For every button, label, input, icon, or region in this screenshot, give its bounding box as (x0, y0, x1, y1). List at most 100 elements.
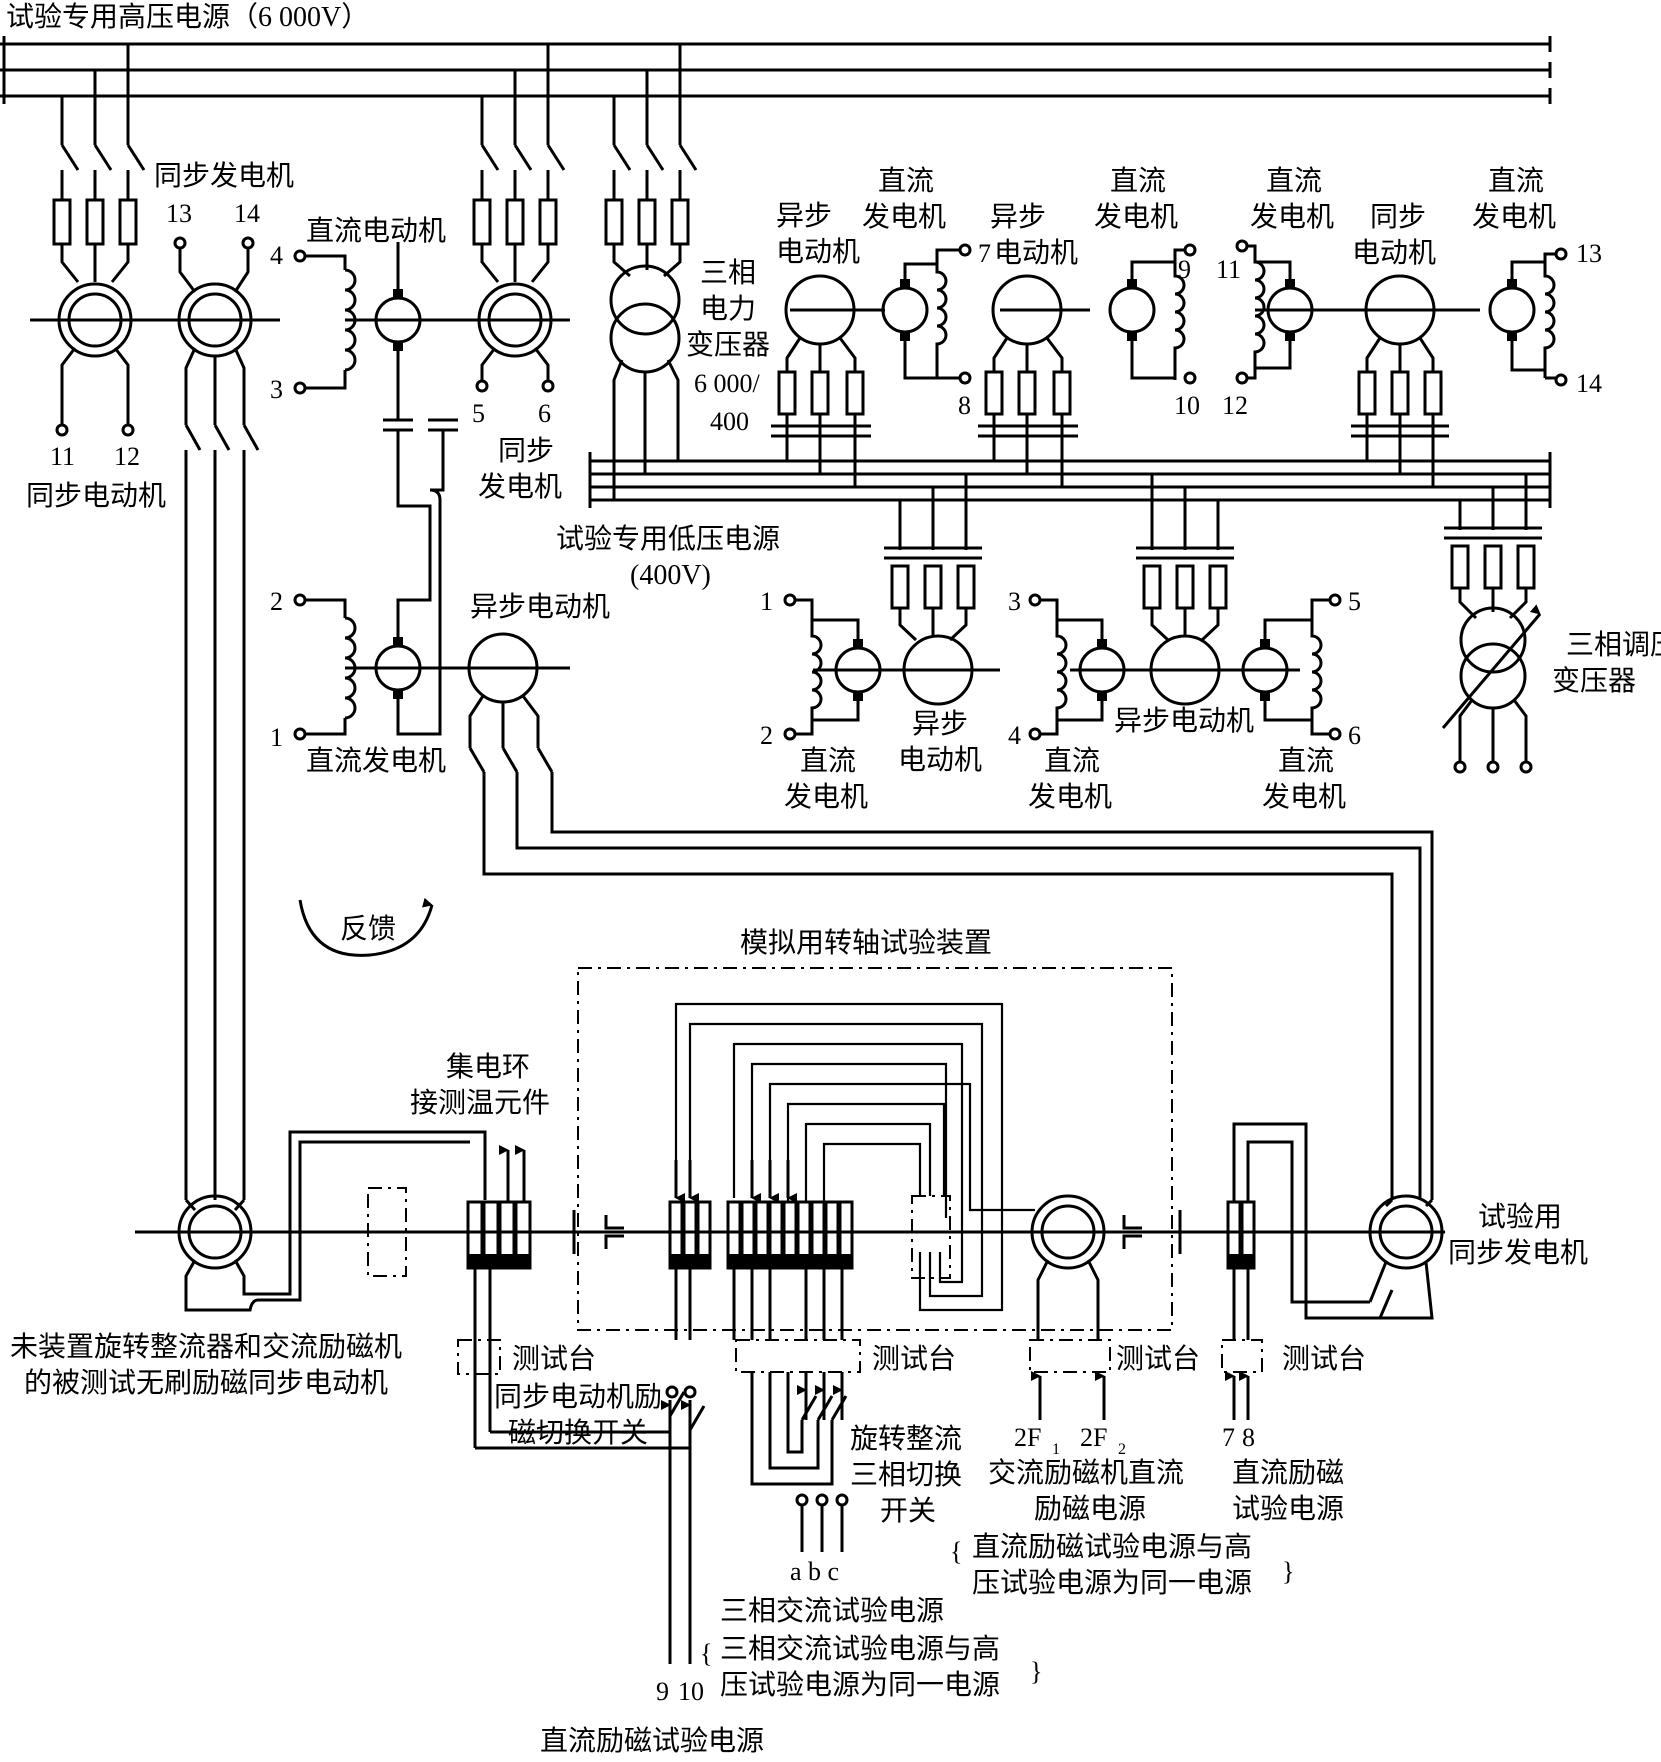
set4-dc-generator (1488, 247, 1568, 387)
feedback-arrow (298, 897, 434, 957)
test-gen-label-2: 同步发电机 (1448, 1237, 1588, 1269)
bottom-set1-dc-label-2: 发电机 (784, 781, 868, 813)
set1-dc-label-1: 直流 (878, 165, 934, 197)
set1-dc-label-2: 发电机 (862, 201, 946, 233)
bottom-set2-dc-left-label-2: 发电机 (1028, 781, 1112, 813)
bottom-set1-async-label-2: 电动机 (898, 744, 982, 776)
hv-bus-label: 试验专用高压电源（6 000V） (6, 1, 369, 33)
set2-dc-label-1: 直流 (1110, 165, 1166, 197)
switch-rect-label-1: 旋转整流 (850, 1423, 962, 1455)
left-async-motor (465, 632, 570, 773)
terminal-4-b: 4 (1008, 721, 1021, 750)
switch-sync-label-2: 磁切换开关 (508, 1417, 648, 1449)
terminal-5: 5 (472, 399, 485, 428)
set2-dc-label-2: 发电机 (1094, 201, 1178, 233)
switch-sync-label-1: 同步电动机励 (494, 1381, 662, 1413)
bottom-set2-dc-right-label-1: 直流 (1278, 745, 1334, 777)
ac-exciter (1029, 1194, 1111, 1420)
bottom-set2-dc-left-label-1: 直流 (1044, 745, 1100, 777)
regulator-label-2: 变压器 (1552, 665, 1636, 697)
terminal-9-b: 9 (656, 1677, 669, 1706)
lv-bus (588, 452, 1552, 508)
async-motor-left-label: 异步电动机 (470, 591, 610, 623)
terminal-11-a: 11 (1216, 255, 1241, 284)
dc-motor-label: 直流电动机 (306, 215, 446, 247)
dc-bottom-label: 直流励磁试验电源 (540, 1725, 764, 1757)
power-transformer-feeder (604, 44, 698, 278)
set3-dc-generator (1235, 239, 1365, 385)
shaft-coupling-right (1122, 1210, 1182, 1254)
set1-async-label-2: 电动机 (776, 236, 860, 268)
terminal-13-a: 13 (1576, 239, 1602, 268)
ac-exciter-label-2: 励磁电源 (1034, 1493, 1146, 1525)
bracket-right-right: } (1282, 1557, 1294, 1586)
cable-sync-gen-to-dut (184, 450, 246, 1200)
set3-dc-label-1: 直流 (1266, 165, 1322, 197)
test-bench-3: 测试台 (1116, 1343, 1200, 1375)
dut-label-1: 未装置旋转整流器和交流励磁机 (10, 1331, 402, 1363)
rectifier-leads (674, 1268, 861, 1486)
transformer-label-1: 三相 (700, 257, 756, 289)
bottom-set2-async-label: 异步电动机 (1114, 705, 1254, 737)
bracket-left-right: { (950, 1537, 962, 1566)
set2-dc-generator (1108, 243, 1197, 385)
test-bench-4: 测试台 (1282, 1343, 1366, 1375)
test-gen-label-1: 试验用 (1478, 1201, 1562, 1233)
regulator-label-1: 三相调压 (1566, 629, 1661, 661)
terminal-2-b: 2 (760, 721, 773, 750)
shaft-coupling-left (572, 1210, 624, 1254)
terminal-1-b: 1 (760, 587, 773, 616)
dc-9-10-source (661, 1385, 697, 1664)
bracket-left-bottom: { (700, 1639, 712, 1668)
bottom-set2 (1028, 474, 1342, 741)
note-right-1: 直流励磁试验电源与高 (972, 1531, 1252, 1563)
dut-motor (177, 1130, 487, 1312)
rectifier-box (911, 1195, 951, 1279)
test-gen-slip-rings (1221, 1122, 1394, 1420)
test-bench-1: 测试台 (512, 1343, 596, 1375)
switch-rect-label-2: 三相切换 (850, 1459, 962, 1491)
transformer-ratio-2: 400 (710, 407, 749, 436)
sync-gen-a-symbol (173, 236, 280, 451)
f1-label: 2F (1014, 1423, 1041, 1452)
transformer-label-2: 电力 (700, 293, 756, 325)
note-right-2: 压试验电源为同一电源 (972, 1567, 1252, 1599)
f1-subscript: 1 (1052, 1441, 1060, 1458)
terminal-6-b: 6 (1348, 721, 1361, 750)
abc-label: a b c (790, 1557, 839, 1586)
terminal-6: 6 (538, 399, 551, 428)
terminal-1: 1 (270, 723, 283, 752)
terminal-5-b: 5 (1348, 587, 1361, 616)
terminal-10-a: 10 (1174, 391, 1200, 420)
voltage-regulator (1441, 474, 1542, 774)
terminal-8-b: 8 (1242, 1423, 1255, 1452)
terminal-14-a: 14 (1576, 369, 1602, 398)
sync-motor-label: 同步电动机 (26, 480, 166, 512)
rectifier-slip-rings (668, 1200, 854, 1270)
lv-bus-label-1: 试验专用低压电源 (556, 523, 780, 555)
ac-exciter-label-1: 交流励磁机直流 (988, 1457, 1184, 1489)
bottom-set1 (783, 474, 1000, 741)
coupling-box (367, 1187, 407, 1277)
test-bench-2: 测试台 (872, 1343, 956, 1375)
set1-dc-generator (881, 243, 972, 385)
lv-bus-label-2: (400V) (630, 560, 711, 591)
set3-sync-motor (1351, 274, 1480, 487)
slip-rings-temp (466, 1145, 532, 1270)
set2-async-label-1: 异步 (990, 202, 1046, 233)
terminal-11: 11 (50, 442, 75, 471)
dc-exciter-label-1: 直流励磁 (1232, 1457, 1344, 1489)
terminal-4: 4 (270, 241, 283, 270)
abc-source (795, 1493, 849, 1552)
note-bottom-1: 三相交流试验电源与高 (720, 1633, 1000, 1665)
terminal-8-a: 8 (958, 391, 971, 420)
slip-ring-label-1: 集电环 (446, 1051, 530, 1083)
shaft-device-label: 模拟用转轴试验装置 (740, 927, 992, 959)
terminal-10-b: 10 (678, 1677, 704, 1706)
sync-motor-symbol (30, 282, 180, 437)
set1-async-label-1: 异步 (776, 201, 832, 232)
sync-motor-feeder (52, 44, 146, 283)
sync-gen-b-label-2: 发电机 (478, 471, 562, 503)
set2-async-motor (978, 274, 1090, 487)
